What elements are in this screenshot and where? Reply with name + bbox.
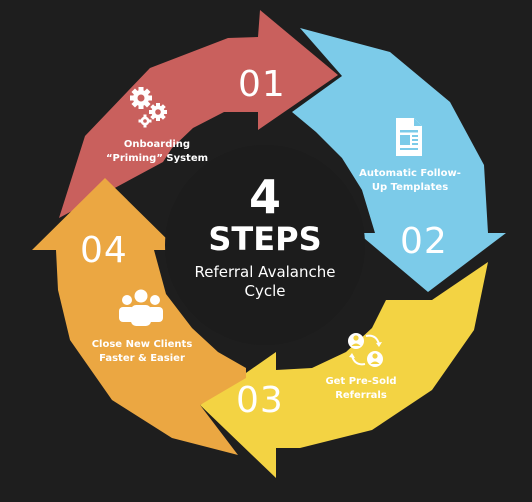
document-icon xyxy=(396,118,422,156)
step-01-arrow xyxy=(59,10,338,218)
step-01-number: 01 xyxy=(238,64,286,105)
center-subtitle-line1: Referral Avalanche xyxy=(195,263,336,281)
step-04-label-line1: Close New Clients xyxy=(92,339,193,350)
step-03-label-line2: Referrals xyxy=(335,390,387,401)
step-03-number: 03 xyxy=(236,380,284,421)
center-circle xyxy=(165,145,365,345)
step-02-label-line1: Automatic Follow- xyxy=(359,168,461,179)
center-title: STEPS xyxy=(208,220,321,258)
center-subtitle-line2: Cycle xyxy=(245,282,286,300)
step-01-label-line2: “Priming” System xyxy=(106,153,208,164)
step-02-label-line2: Up Templates xyxy=(372,182,448,193)
gears-icon xyxy=(130,87,167,128)
step-03-label-line1: Get Pre-Sold xyxy=(325,376,396,387)
step-04-number: 04 xyxy=(80,230,128,271)
step-02-arrow xyxy=(292,28,506,292)
referral-exchange-icon xyxy=(348,333,383,367)
step-01-label-line1: Onboarding xyxy=(124,139,190,150)
step-02-number: 02 xyxy=(400,221,448,262)
step-03-arrow xyxy=(200,262,488,478)
people-group-icon xyxy=(119,289,163,326)
center-number: 4 xyxy=(249,170,281,224)
step-04-label-line2: Faster & Easier xyxy=(99,353,185,364)
